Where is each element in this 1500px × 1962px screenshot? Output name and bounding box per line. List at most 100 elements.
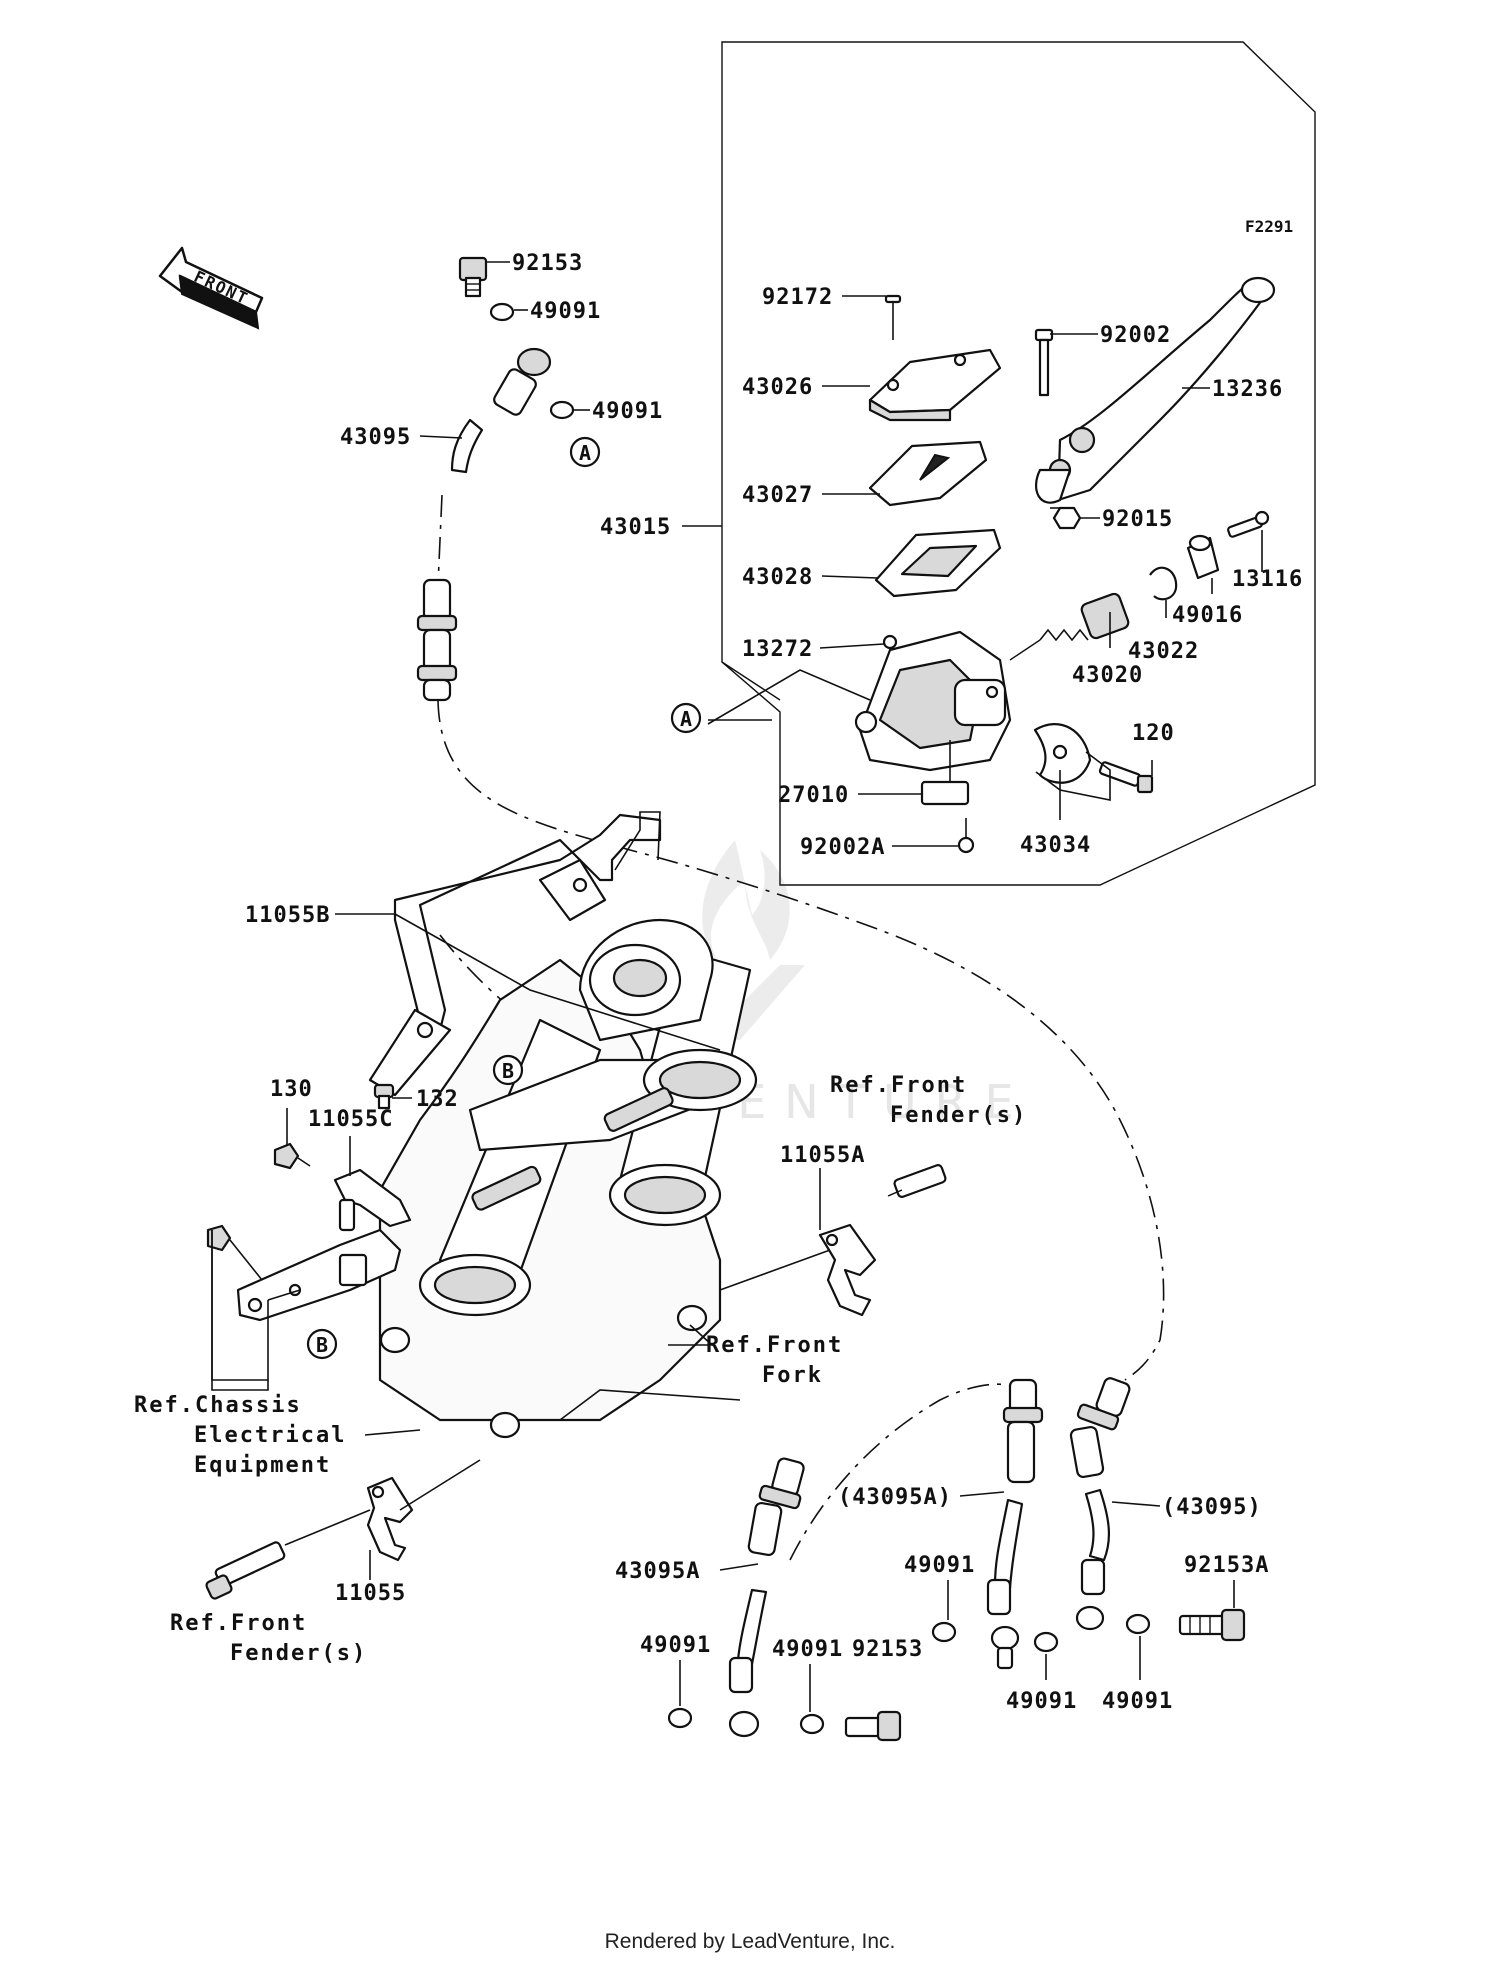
banjo-right: [1075, 1605, 1151, 1635]
label-92153-top: 92153: [512, 251, 583, 276]
ref-chassis-line1: Ref.Chassis: [134, 1393, 302, 1418]
label-130: 130: [270, 1077, 313, 1102]
callout-a-body-text: A: [680, 707, 692, 731]
leader-lines: [211, 261, 1263, 1712]
part-labels: F2291 92153 49091 49091 43095 92172 4302…: [245, 217, 1303, 1714]
callout-a-top: A: [569, 436, 601, 468]
screw-92002A: [957, 818, 975, 854]
banjo-bolt-92153-bottom: [844, 1710, 902, 1742]
label-11055A: 11055A: [780, 1143, 865, 1168]
bracket-11055: [236, 1228, 402, 1322]
washer-49091-t1: [489, 302, 515, 322]
reference-notes: Ref.Front Fender(s) Ref.Front Fork Ref.C…: [134, 1073, 1027, 1666]
label-11055C: 11055C: [308, 1107, 393, 1132]
label-92002A: 92002A: [800, 835, 885, 860]
ref-chassis-line3: Equipment: [194, 1453, 331, 1478]
label-49091-b3: 49091: [904, 1553, 975, 1578]
lever-13236: [1035, 276, 1276, 504]
label-92153A: 92153A: [1184, 1553, 1269, 1578]
callout-b-fork-text: B: [502, 1059, 514, 1083]
bracket-route: [439, 934, 621, 1081]
front-arrow: FRONT: [158, 246, 264, 330]
label-27010: 27010: [778, 783, 849, 808]
switch-27010: [920, 740, 970, 806]
hose-43095A-left: [728, 1457, 805, 1694]
label-43028: 43028: [742, 565, 813, 590]
pushrod-13116: [1227, 510, 1270, 538]
diaphragm-plate-43027: [868, 440, 988, 507]
label-49091-b1: 49091: [640, 1633, 711, 1658]
label-43026: 43026: [742, 375, 813, 400]
bolt-120: [1098, 761, 1154, 794]
master-cylinder-body-43015: [854, 630, 1012, 772]
banjo-left: [667, 1707, 825, 1738]
figure-code: F2291: [1245, 217, 1293, 236]
ref-fender-top-line1: Ref.Front: [830, 1073, 967, 1098]
front-fork: [378, 918, 758, 1439]
label-43034: 43034: [1020, 833, 1091, 858]
hose-route-lower: [789, 1383, 1021, 1561]
label-11055: 11055: [335, 1581, 406, 1606]
label-43015: 43015: [600, 515, 671, 540]
reservoir-cap-43026: [868, 348, 1002, 422]
ref-chassis-line2: Electrical: [194, 1423, 346, 1448]
ref-fork-line2: Fork: [762, 1363, 823, 1388]
label-132: 132: [416, 1087, 459, 1112]
hose-coupler-top: [416, 578, 458, 702]
callout-a-body: A: [670, 702, 702, 734]
hose-route-upper: [437, 494, 443, 586]
callout-b-bracket: B: [306, 1328, 338, 1360]
ref-fender-bottom-line2: Fender(s): [230, 1641, 367, 1666]
label-92015: 92015: [1102, 507, 1173, 532]
label-43095-paren: (43095): [1162, 1495, 1262, 1520]
ref-fender-bottom-line1: Ref.Front: [170, 1611, 307, 1636]
label-49091-b2: 49091: [772, 1637, 843, 1662]
label-49091-t2: 49091: [592, 399, 663, 424]
banjo-middle: [931, 1621, 1059, 1670]
circlip-43022: [1149, 566, 1178, 601]
hose-route-left: [437, 699, 1165, 1381]
banjo-bolt-92153-top: [458, 256, 488, 298]
diaphragm-43028: [874, 528, 1002, 598]
bracket-11055-bottom: [366, 1476, 414, 1562]
label-43027: 43027: [742, 483, 813, 508]
assembly-frame: [721, 41, 1316, 886]
label-43095A: 43095A: [615, 1559, 700, 1584]
banjo-fitting-top: [493, 347, 552, 416]
label-49091-b4: 49091: [1006, 1689, 1077, 1714]
label-92002: 92002: [1100, 323, 1171, 348]
ref-fork-line1: Ref.Front: [706, 1333, 843, 1358]
label-49091-b5: 49091: [1102, 1689, 1173, 1714]
label-13116: 13116: [1232, 567, 1303, 592]
bracket-11055A: [818, 1223, 877, 1317]
bracket-11055C: [333, 1168, 412, 1232]
label-92153-bottom: 92153: [852, 1637, 923, 1662]
hose-43095A-middle: [986, 1378, 1044, 1616]
label-13272: 13272: [742, 637, 813, 662]
hose-43095-top: [450, 418, 484, 474]
piston-assembly-43020: [1009, 592, 1130, 661]
fender-bolt-top: [887, 1164, 947, 1198]
label-120: 120: [1132, 721, 1175, 746]
boot-49016: [1186, 534, 1220, 580]
fender-bolt-bottom: [205, 1541, 286, 1600]
pivot-bolt-92002: [1034, 328, 1054, 397]
clamp-43034: [1033, 723, 1092, 784]
ref-fender-top-line2: Fender(s): [890, 1103, 1027, 1128]
nut-92015: [1052, 506, 1082, 530]
bracket-11055B: [368, 811, 662, 1097]
label-43095: 43095: [340, 425, 411, 450]
callout-b-bracket-text: B: [316, 1333, 328, 1357]
banjo-bolt-92153A: [1178, 1608, 1246, 1642]
bolt-chassis: [206, 1224, 263, 1281]
footer-credit: Rendered by LeadVenture, Inc.: [605, 1930, 896, 1953]
callout-b-fork: B: [492, 1054, 524, 1086]
callout-a-top-text: A: [579, 441, 591, 465]
bolt-130: [273, 1142, 311, 1170]
label-43020: 43020: [1072, 663, 1143, 688]
label-49016: 49016: [1172, 603, 1243, 628]
screw-92172: [884, 294, 902, 340]
label-11055B: 11055B: [245, 903, 330, 928]
screw-13272: [882, 634, 898, 650]
